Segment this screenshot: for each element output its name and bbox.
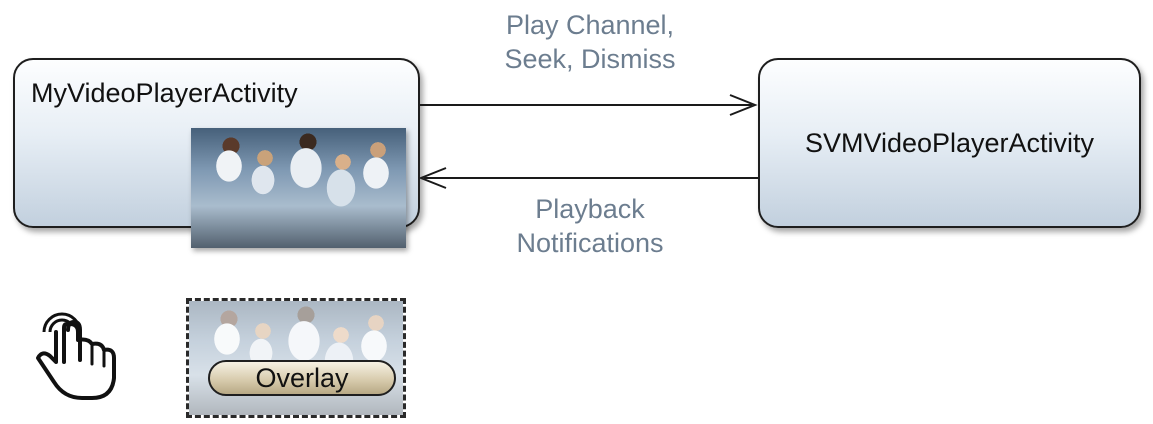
notifications-label: Playback Notifications <box>460 192 720 260</box>
commands-label-line-1: Play Channel, <box>505 10 675 40</box>
my-video-player-activity-label: MyVideoPlayerActivity <box>31 78 298 108</box>
commands-label-line-2: Seek, Dismiss <box>504 44 676 74</box>
notifications-label-line-2: Notifications <box>516 228 664 258</box>
svm-video-player-activity-label: SVMVideoPlayerActivity <box>804 127 1095 158</box>
notifications-label-line-1: Playback <box>535 194 645 224</box>
commands-label: Play Channel, Seek, Dismiss <box>460 8 720 76</box>
svm-video-player-activity-box: SVMVideoPlayerActivity <box>758 58 1141 228</box>
video-thumbnail <box>191 128 406 248</box>
overlay-frame: Overlay <box>186 298 406 418</box>
arrowhead-to-client <box>418 167 447 189</box>
overlay-translucent-wash <box>189 301 403 415</box>
two-finger-tap-hand-icon <box>36 312 116 400</box>
overlay-button[interactable]: Overlay <box>208 360 396 396</box>
arrowhead-to-player <box>729 94 758 116</box>
